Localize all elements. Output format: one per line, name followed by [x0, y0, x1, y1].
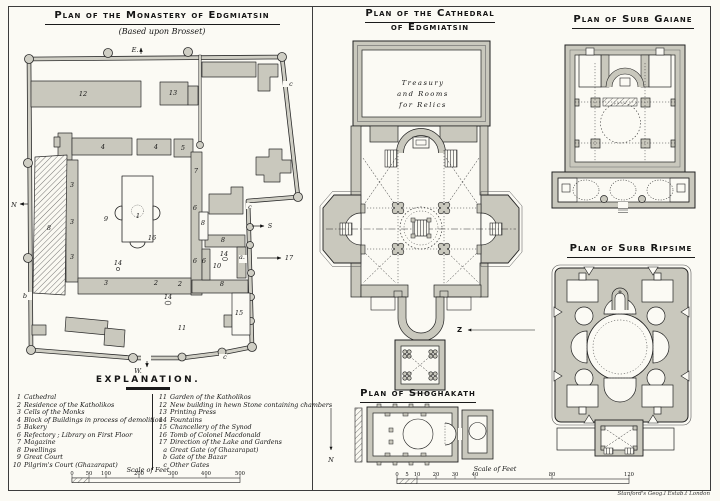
plan-label: 8	[200, 219, 206, 227]
plan-label: 3	[69, 181, 75, 189]
plan-label: 8	[46, 224, 52, 232]
plan-label: 5	[405, 472, 409, 478]
plan-label: S	[267, 222, 273, 230]
plan-label: 4	[153, 143, 159, 151]
plan-label: 4	[100, 143, 106, 151]
cathedral-title-underline	[365, 22, 495, 23]
plan-label: W.	[134, 367, 142, 375]
plan-label: 80	[548, 472, 556, 478]
plan-label: 3	[103, 279, 109, 287]
plan-label: 10	[212, 262, 222, 270]
plan-label: E.	[131, 46, 139, 54]
plan-label: 16	[147, 234, 157, 242]
plan-label: 3	[69, 218, 75, 226]
monastery-subtitle: (Based upon Brosset)	[118, 27, 206, 36]
plan-label: 14	[113, 259, 123, 267]
credit-text: Stanford's Geog.l Estab.t London	[617, 491, 710, 497]
plan-label: 300	[168, 471, 178, 477]
plan-label: 6	[192, 204, 198, 212]
plan-label: c	[223, 353, 227, 361]
shoghakath-labels: N	[315, 388, 515, 478]
plan-label: 9	[103, 215, 109, 223]
plan-label: 8	[220, 236, 226, 244]
treasury-label: Treasury and Rooms for Relics	[397, 79, 449, 109]
monastery-title: Plan of the Monastery of Edgmiatsin	[54, 10, 270, 21]
plan-label: 50	[85, 471, 93, 477]
shoghakath-title: Plan of Shoghakath	[360, 388, 476, 399]
plan-label: 17	[284, 254, 294, 262]
plan-label: 8	[219, 280, 225, 288]
plan-label: 11	[177, 324, 187, 332]
plan-label: c	[289, 80, 293, 88]
legend-divider	[152, 394, 153, 470]
plan-label: 500	[235, 471, 245, 477]
plan-label: 13	[168, 89, 178, 97]
gaiane-title-underline	[572, 28, 694, 29]
plan-label: 7	[193, 167, 199, 175]
plan-label: c	[248, 203, 252, 211]
cathedral-title-line1: Plan of the Cathedral	[365, 8, 495, 19]
explanation-heading: EXPLANATION.	[95, 375, 201, 385]
plan-label: 400	[201, 471, 211, 477]
plan-label: 100	[101, 471, 111, 477]
panel-divider	[312, 6, 313, 490]
plan-label: 30	[451, 472, 459, 478]
plan-label: 14	[163, 293, 173, 301]
gaiane-title: Plan of Surb Gaiane	[573, 14, 693, 25]
map-border	[8, 6, 711, 491]
plan-label: 2	[177, 280, 183, 288]
plan-label: 2	[153, 279, 159, 287]
plan-label: 40	[471, 472, 479, 478]
plan-label: 15	[234, 309, 244, 317]
ripsime-title: Plan of Surb Ripsime	[569, 243, 693, 254]
plan-label: 14	[219, 250, 229, 258]
plan-label: 6	[201, 257, 207, 265]
plan-label: N	[11, 201, 17, 209]
churches-scale-title: Scale of Feet	[473, 465, 517, 473]
plan-label: 20	[432, 472, 440, 478]
plan-label: N	[328, 456, 334, 464]
plan-label: 200	[134, 471, 144, 477]
plan-label: 0	[395, 472, 399, 478]
plan-label: b	[22, 292, 28, 300]
plan-label: 120	[624, 472, 634, 478]
plan-label: 12	[78, 90, 88, 98]
plan-label: 5	[180, 144, 186, 152]
plan-label: 0	[70, 471, 74, 477]
plan-label: 1	[135, 212, 141, 220]
ripsime-title-underline	[567, 257, 695, 258]
plan-label: 10	[413, 472, 421, 478]
shoghakath-title-underline	[360, 402, 476, 403]
plan-label: 3	[69, 253, 75, 261]
plan-label: 6	[192, 257, 198, 265]
monastery-title-underline	[45, 24, 280, 25]
plan-label: a.	[239, 253, 245, 261]
monastery-scale-title: Scale of Feet	[126, 466, 170, 474]
cathedral-title-line2: of Edgmiatsin	[390, 22, 470, 33]
explanation-underline	[126, 387, 170, 390]
cathedral-compass-label: Z	[457, 326, 463, 334]
